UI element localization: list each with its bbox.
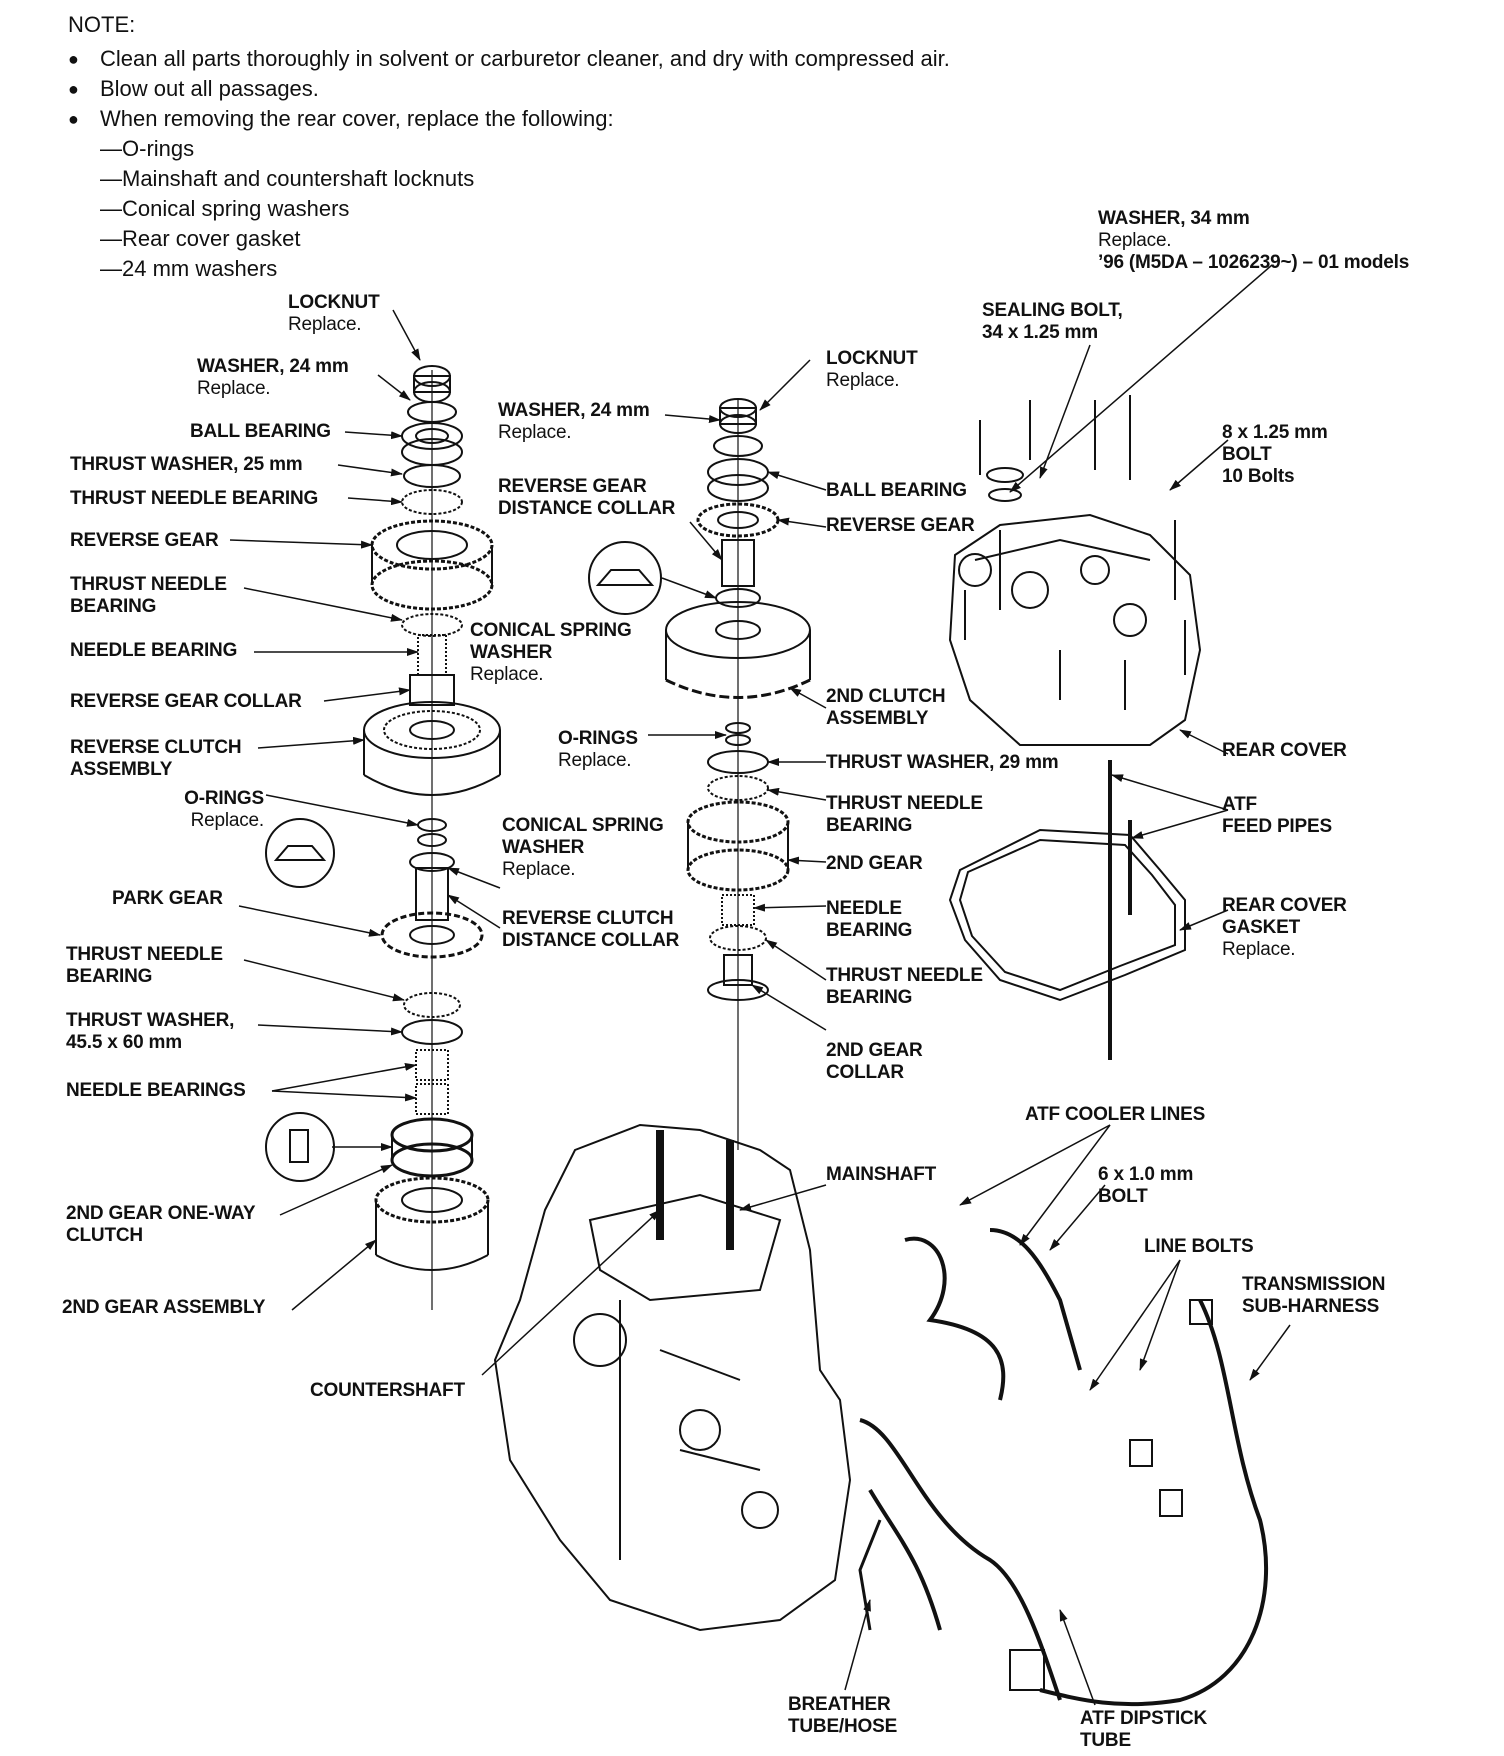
label-conical-spring-washer-1: CONICAL SPRING WASHER Replace. [470,620,632,685]
label-reverse-gear-collar: REVERSE GEAR COLLAR [70,691,302,712]
label-locknut-center: LOCKNUT Replace. [826,348,918,391]
label-needle-bearing-left: NEEDLE BEARING [70,640,238,661]
label-washer-24-left: WASHER, 24 mm Replace. [197,356,349,399]
note-list: Clean all parts thoroughly in solvent or… [68,44,950,134]
rear-gasket [948,760,1186,1060]
label-thrust-washer-25: THRUST WASHER, 25 mm [70,454,303,475]
label-countershaft: COUNTERSHAFT [310,1380,465,1401]
note-item: When removing the rear cover, replace th… [68,104,950,134]
note-subitem: O-rings [100,134,474,164]
label-thrust-needle-center-2: THRUST NEEDLE BEARING [826,965,983,1008]
note-sublist: O-rings Mainshaft and countershaft lockn… [100,134,474,284]
label-reverse-clutch-assembly: REVERSE CLUTCH ASSEMBLY [70,737,242,780]
label-thrust-washer-29: THRUST WASHER, 29 mm [826,752,1059,773]
label-thrust-needle-left-2: THRUST NEEDLE BEARING [70,574,227,617]
note-subitem: Conical spring washers [100,194,474,224]
label-thrust-needle-center-1: THRUST NEEDLE BEARING [826,793,983,836]
label-line-bolts: LINE BOLTS [1144,1236,1254,1257]
label-needle-bearing-center: NEEDLE BEARING [826,898,913,941]
label-o-rings-center: O-RINGS Replace. [558,728,638,771]
rear-cover [948,395,1202,746]
label-rear-cover: REAR COVER [1222,740,1347,761]
label-thrust-needle-left-3: THRUST NEEDLE BEARING [66,944,223,987]
label-2nd-gear-collar: 2ND GEAR COLLAR [826,1040,923,1083]
note-item: Blow out all passages. [68,74,950,104]
note-title: NOTE: [68,12,136,37]
label-sealing-bolt: SEALING BOLT, 34 x 1.25 mm [982,300,1123,343]
label-breather-tube-hose: BREATHER TUBE/HOSE [788,1694,898,1737]
label-locknut-left: LOCKNUT Replace. [288,292,380,335]
label-o-rings-left: O-RINGS Replace. [184,788,264,831]
note-subitem: Rear cover gasket [100,224,474,254]
label-reverse-clutch-distance-collar: REVERSE CLUTCH DISTANCE COLLAR [502,908,680,951]
label-2nd-gear-assembly: 2ND GEAR ASSEMBLY [62,1297,266,1318]
label-park-gear: PARK GEAR [112,888,223,909]
label-atf-feed-pipes: ATF FEED PIPES [1222,794,1332,837]
label-washer-24-center: WASHER, 24 mm Replace. [498,400,650,443]
detail-circle [265,818,335,888]
label-ball-bearing-center: BALL BEARING [826,480,967,501]
label-thrust-needle-left-1: THRUST NEEDLE BEARING [70,488,319,509]
label-rear-cover-gasket: REAR COVER GASKET Replace. [1222,895,1347,960]
label-2nd-gear-one-way-clutch: 2ND GEAR ONE-WAY CLUTCH [66,1203,256,1246]
label-bolt-6x1-0: 6 x 1.0 mm BOLT [1098,1164,1194,1207]
label-reverse-gear-center: REVERSE GEAR [826,515,975,536]
lines-and-harness [858,1228,1269,1707]
label-atf-dipstick-tube: ATF DIPSTICK TUBE [1080,1708,1208,1751]
note-item: Clean all parts thoroughly in solvent or… [68,44,950,74]
label-2nd-gear: 2ND GEAR [826,853,923,874]
label-transmission-sub-harness: TRANSMISSION SUB-HARNESS [1242,1274,1386,1317]
label-2nd-clutch-assembly: 2ND CLUTCH ASSEMBLY [826,686,946,729]
transmission-case [493,1123,852,1632]
label-reverse-gear-distance-collar: REVERSE GEAR DISTANCE COLLAR [498,476,676,519]
note-subitem: Mainshaft and countershaft locknuts [100,164,474,194]
label-needle-bearings: NEEDLE BEARINGS [66,1080,246,1101]
label-atf-cooler-lines: ATF COOLER LINES [1025,1104,1206,1125]
label-bolt-8x1-25: 8 x 1.25 mm BOLT 10 Bolts [1222,422,1328,487]
label-ball-bearing-left: BALL BEARING [190,421,331,442]
label-thrust-washer-45-5: THRUST WASHER, 45.5 x 60 mm [66,1010,235,1053]
label-mainshaft: MAINSHAFT [826,1164,937,1185]
label-washer-34: WASHER, 34 mm Replace. ’96 (M5DA – 10262… [1098,208,1410,273]
leader-lines [229,264,1291,1706]
label-reverse-gear-left: REVERSE GEAR [70,530,219,551]
label-conical-spring-washer-2: CONICAL SPRING WASHER Replace. [502,815,664,880]
center-stack [665,398,811,1150]
note-subitem: 24 mm washers [100,254,474,284]
